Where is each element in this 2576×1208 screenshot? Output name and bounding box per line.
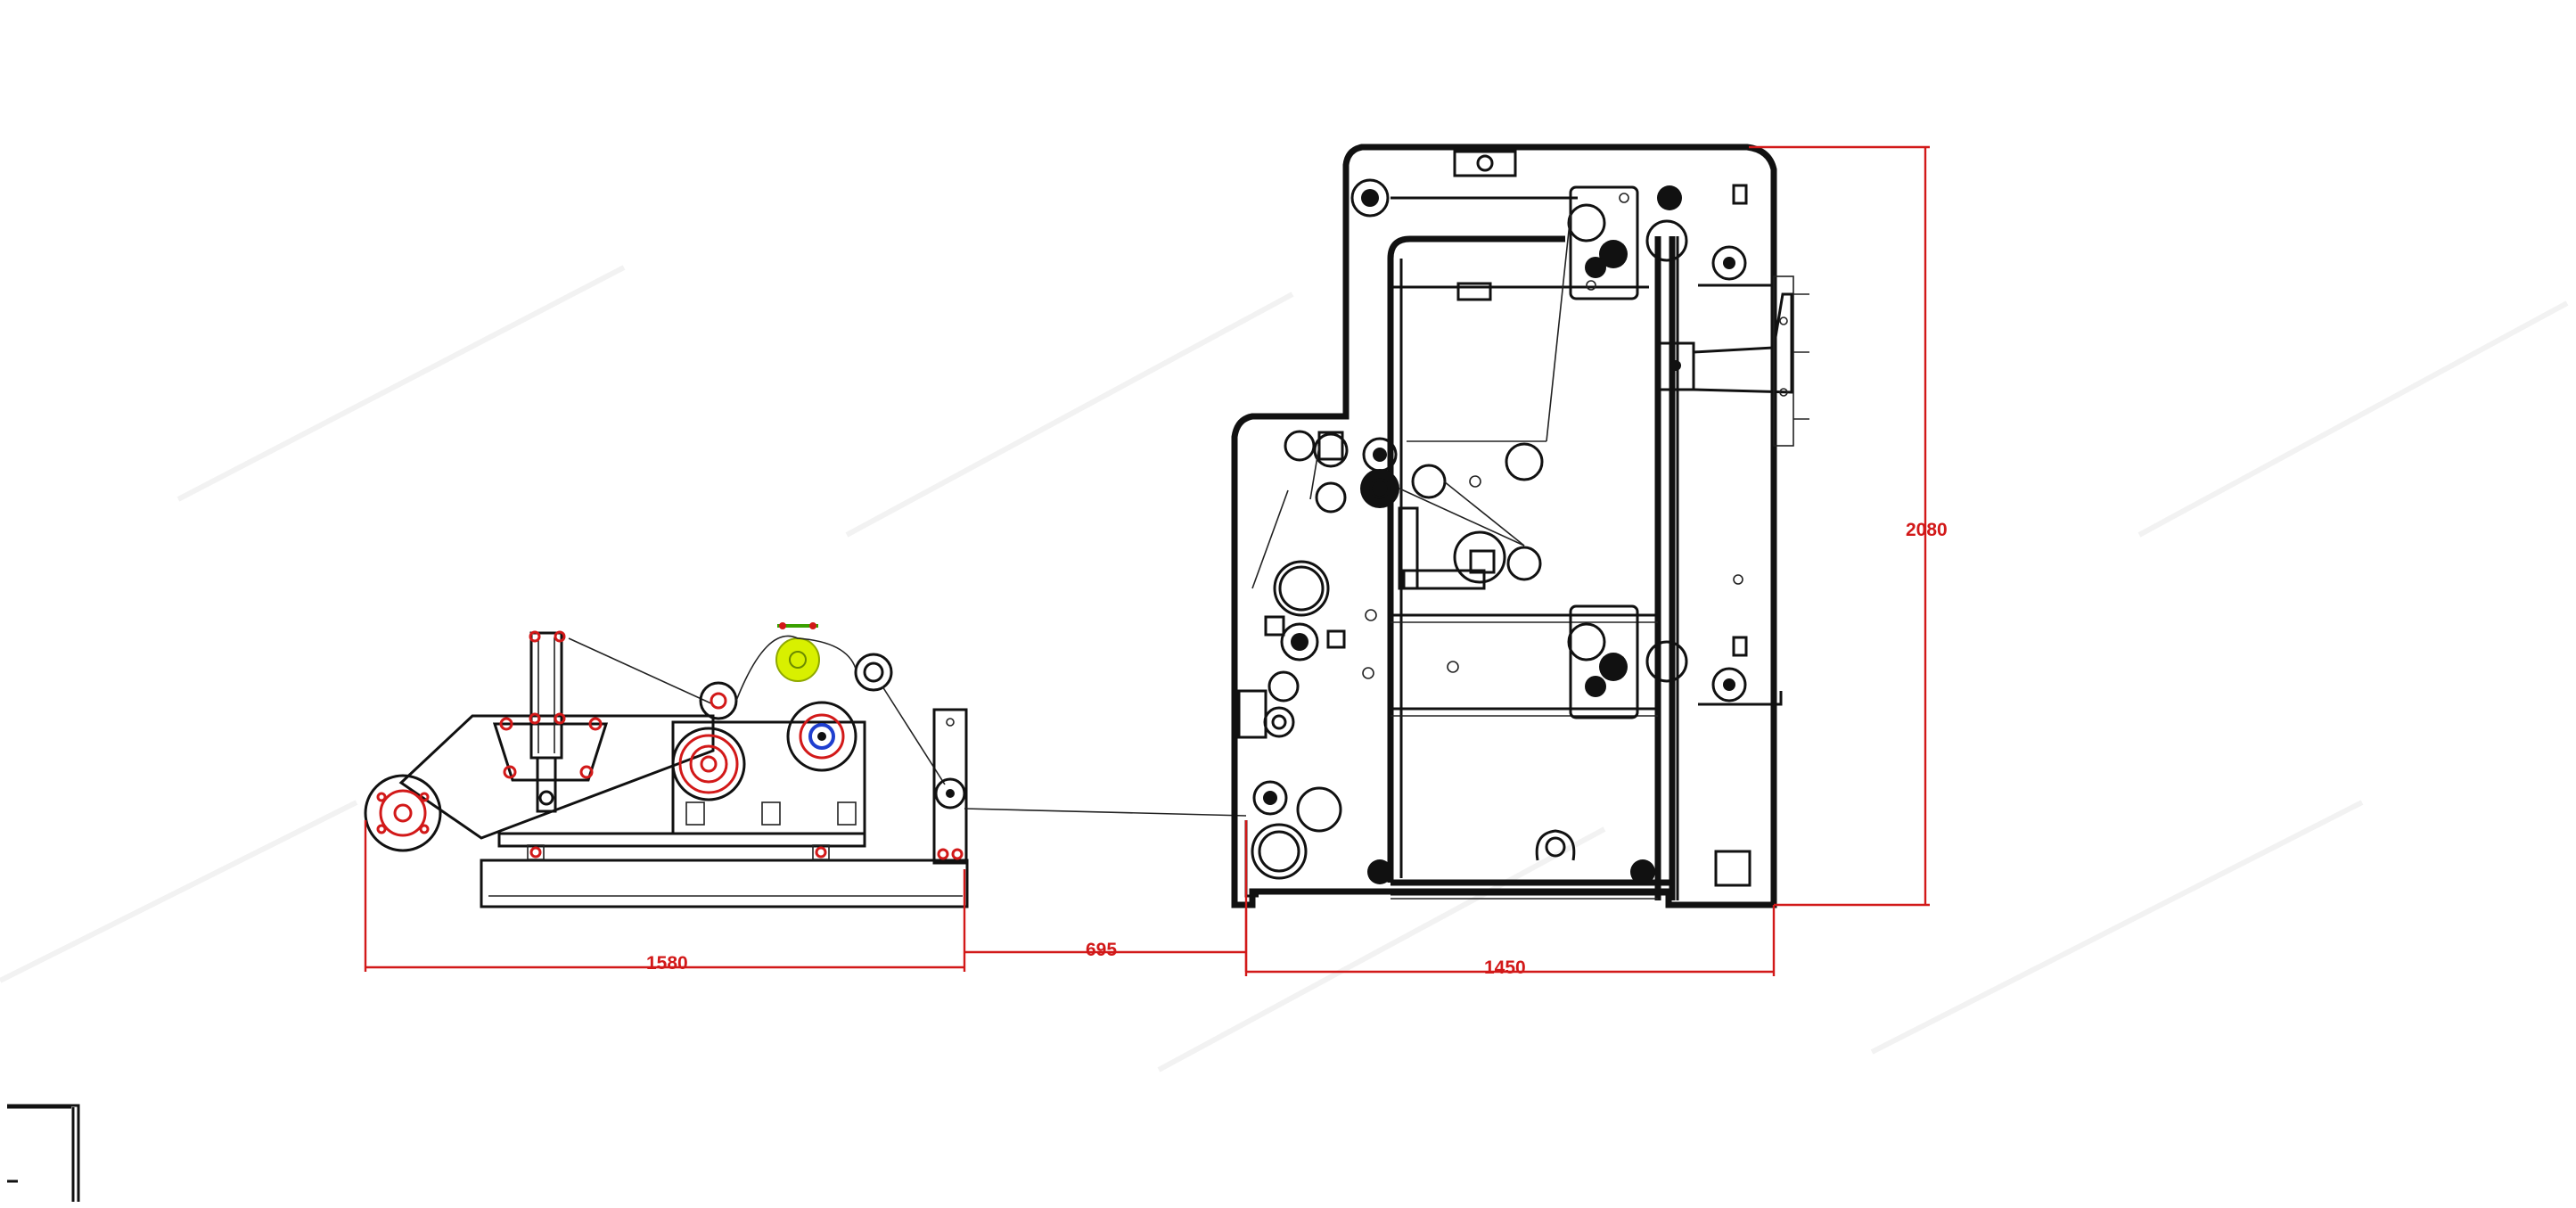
tension-roller [786, 701, 857, 772]
bottom-access-box [1714, 850, 1752, 887]
upper-rewind-station [1567, 184, 1776, 300]
drive-roller [671, 727, 746, 801]
air-cylinder [529, 631, 563, 760]
dim-main-height: 2080 [1906, 520, 1948, 540]
main-frame-unit [1231, 144, 1809, 908]
dancer-roll [775, 637, 820, 682]
web-transfer-line [964, 808, 1247, 817]
watermark [0, 265, 2569, 1072]
mid-roller-cluster [1284, 430, 1544, 590]
top-left-idler [1350, 178, 1390, 218]
main-drive-roller [1360, 469, 1399, 508]
dimension-annotations: 1580 695 1450 2080 [364, 145, 1948, 978]
lower-left-rollers [1237, 445, 1377, 898]
guide-roll-2 [854, 653, 893, 692]
unwind-reel [364, 774, 442, 852]
unwinder-unit [364, 622, 1247, 908]
dim-main-width: 1450 [1484, 957, 1526, 978]
title-block-corner [7, 1104, 80, 1202]
unwinder-rail [497, 832, 866, 848]
side-control-bracket [1658, 275, 1809, 447]
upper-rewind-shaft [1657, 185, 1682, 210]
unwind-arm [398, 714, 715, 840]
top-nameplate [1453, 150, 1517, 177]
dim-unwinder-width: 1580 [646, 953, 688, 974]
unwinder-frame [671, 720, 866, 835]
dim-gap: 695 [1086, 940, 1117, 960]
main-frame-outline [1231, 144, 1777, 908]
outfeed-guide-post [932, 708, 968, 865]
unwinder-base [480, 859, 969, 908]
lower-rewind-station [1567, 574, 1783, 719]
